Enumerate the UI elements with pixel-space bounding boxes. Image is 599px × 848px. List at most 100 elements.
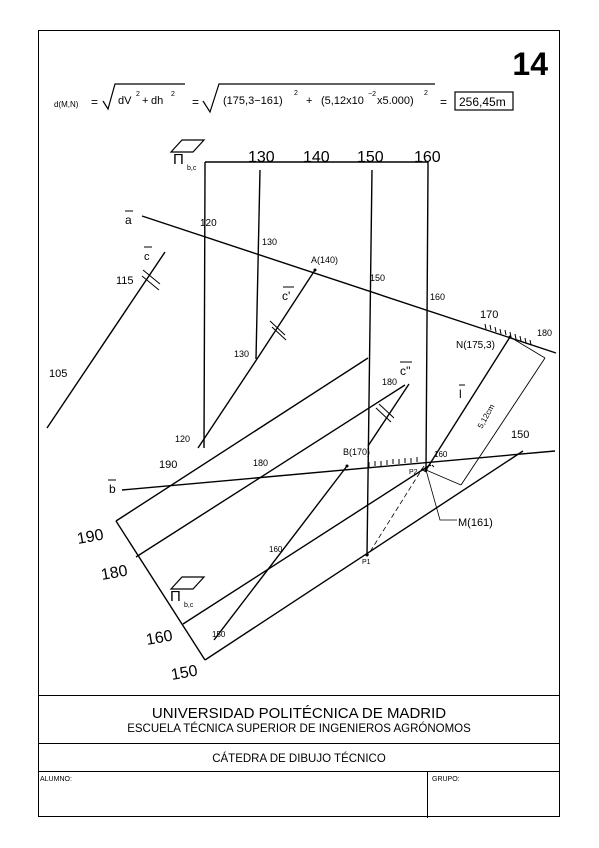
student-field[interactable]: ALUMNO: [38,772,428,818]
b-mark-190: 190 [159,459,177,471]
formula-expr2-exp: −2 [368,91,376,98]
top-reference-2 [255,169,261,360]
top-plane-symbol: Π [173,151,184,168]
formula-term2-exp: 2 [171,91,175,98]
point-n-label: N(175,3) [456,340,495,351]
school-name: ESCUELA TÉCNICA SUPERIOR DE INGENIEROS A… [127,723,471,735]
diagonal-construction [213,465,348,641]
student-label: ALUMNO: [40,776,72,783]
a-mark-180: 180 [537,328,552,338]
line-c-prime [256,269,316,360]
formula-plus-1: + [142,95,148,107]
formula-expr1-exp: 2 [294,90,298,97]
chair-row: CÁTEDRA DE DIBUJO TÉCNICO [38,743,560,771]
line-l [425,336,511,471]
bottom-scale-180: 180 [100,563,129,584]
lower-slope-line [182,464,431,625]
line-c-prime-lower [197,358,258,449]
top-reference-1 [203,169,206,449]
formula-eq-3: = [440,95,447,109]
top-scale-160: 160 [414,149,441,166]
line-c [46,251,166,429]
top-reference-4 [425,169,429,471]
b-graduation-ticks [368,457,418,467]
point-b-label: B(170) [343,447,370,457]
label-c: c [144,251,150,263]
a-mark-120: 120 [200,218,217,229]
point-a-marker [313,268,317,272]
middle-slope-line [135,384,406,558]
m-leader-line [425,469,457,521]
line-c-second [367,383,410,447]
formula-expr-1: (175,3−161) [223,95,283,107]
a-mark-130: 130 [262,237,277,247]
point-p1-label: P1 [362,559,371,566]
c-prime-hatch-marks [269,320,287,341]
formula-eq-2: = [192,95,199,109]
a-graduation-ticks [484,323,532,346]
c-prime-mark-130: 130 [234,349,249,359]
formula-sqrt-1 [102,83,185,111]
sheet-number: 14 [512,46,548,82]
university-name: UNIVERSIDAD POLITÉCNICA DE MADRID [151,705,447,722]
formula-plus-2: + [306,95,312,107]
dimension-extension-lines [425,336,546,486]
formula-lhs: d(M,N) [54,100,79,109]
lower-left-frame [115,520,206,661]
point-m-marker [424,468,428,472]
bottom-scale-150: 150 [170,663,199,684]
distance-dimension-line [460,357,546,486]
formula-expr2-square: 2 [424,90,428,97]
point-d160-label: 160 [434,450,448,459]
c-prime-mark-120: 120 [175,434,190,444]
l-mark-150: 150 [511,429,529,441]
upper-slope-line [115,357,369,522]
label-l: l [459,387,462,401]
result-value: 256,45m [459,95,506,109]
bottom-slope-line [204,450,524,661]
bottom-scale-190: 190 [76,527,105,548]
student-group-row: ALUMNO: GRUPO: [38,771,560,818]
group-field[interactable]: GRUPO: [428,772,560,818]
formula-term-1: dV [118,95,132,107]
point-m-label: M(161) [458,517,493,529]
a-mark-170: 170 [480,309,498,321]
c-mark-115: 115 [116,275,134,287]
bottom-plane-subscript: b,c [184,602,194,609]
bottom-plane-icon [169,576,206,590]
c-mark-105: 105 [49,368,67,380]
university-title-block: UNIVERSIDAD POLITÉCNICA DE MADRID ESCUEL… [38,695,560,743]
c-second-mark-180: 180 [382,377,397,387]
formula-eq-1: = [91,95,98,109]
top-scale-150: 150 [357,149,384,166]
formula-sqrt-2 [202,83,435,114]
label-c-prime: c' [282,289,290,303]
top-reference-3 [366,169,373,556]
top-scale-130: 130 [248,149,275,166]
p2-marks [420,463,435,473]
label-a: a [125,213,132,227]
distance-measure-label: 5,12cm [476,402,497,430]
point-p2-label: P2 [409,469,418,476]
label-b: b [109,482,116,496]
point-m150-label: 150 [212,630,226,639]
b-mark-180: 180 [253,458,268,468]
formula-term1-exp: 2 [136,91,140,98]
a-mark-160: 160 [430,292,445,302]
point-b-marker [345,464,349,468]
formula-expr2-tail: x5.000) [377,95,414,107]
formula-term-2: dh [151,95,163,107]
dashed-construction-line [367,465,425,556]
chair-name: CÁTEDRA DE DIBUJO TÉCNICO [212,753,386,765]
a-mark-150: 150 [370,273,385,283]
top-plane-icon [169,139,206,153]
point-m160-label: 160 [269,545,283,554]
top-plane-subscript: b,c [187,165,197,172]
point-p1-marker [365,553,369,557]
line-a [141,215,557,354]
line-b [121,450,556,491]
point-n-marker [508,335,512,339]
group-label: GRUPO: [432,776,460,783]
formula-expr-2: (5,12x10 [321,95,364,107]
label-c-second: c'' [400,364,411,378]
